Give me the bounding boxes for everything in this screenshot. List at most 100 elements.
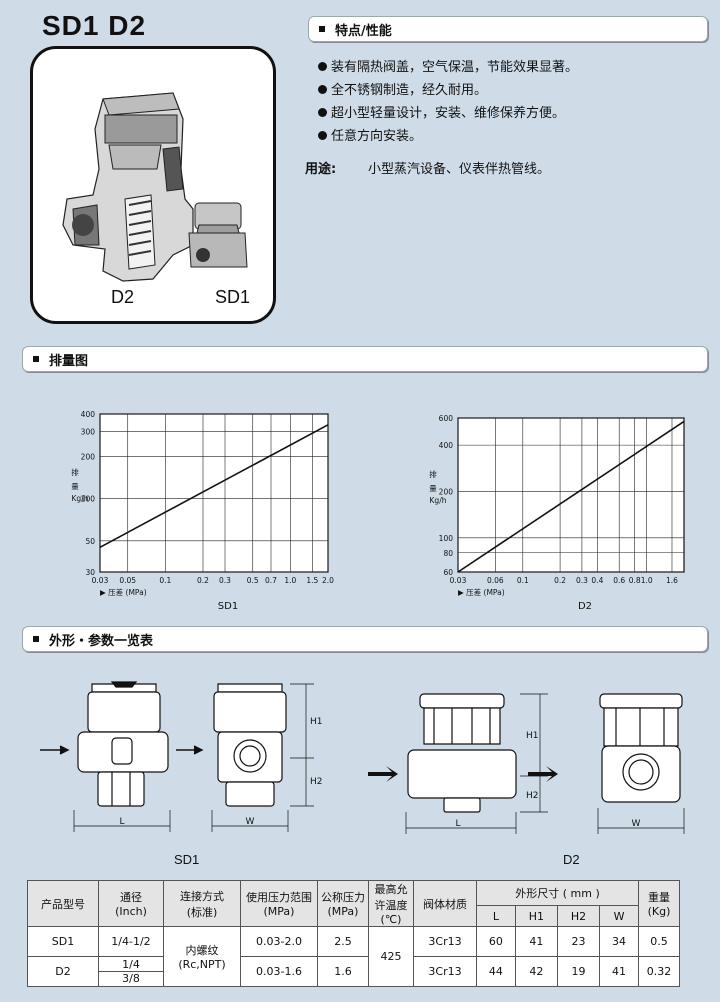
x-tick-label: 1.6 xyxy=(666,576,678,585)
y-axis-unit: Kg/h xyxy=(430,496,447,505)
y-tick-label: 400 xyxy=(81,410,96,419)
discharge-section-bar: 排量图 xyxy=(22,346,708,372)
feature-item: 任意方向安装。 xyxy=(318,125,422,144)
bullet-dot-icon xyxy=(318,85,327,94)
d2-cutaway-image xyxy=(62,92,194,282)
series-line xyxy=(99,424,329,548)
photo-label-d2: D2 xyxy=(111,287,135,307)
th-weight: 重量(Kg) xyxy=(638,880,680,927)
x-tick-label: 0.03 xyxy=(92,576,109,585)
outline-title: 外形・参数一览表 xyxy=(49,634,154,649)
y-tick-label: 100 xyxy=(439,534,454,543)
dimension-lines xyxy=(73,683,685,834)
features-title: 特点/性能 xyxy=(335,24,392,39)
x-tick-label: 0.8 xyxy=(629,576,641,585)
sd1-side-view xyxy=(213,683,287,807)
d2-side-view xyxy=(599,693,683,803)
th-nominal: 公称压力(MPa) xyxy=(317,880,369,927)
use-text: 小型蒸汽设备、仪表伴热管线。 xyxy=(368,162,551,177)
y-axis-label: 量 xyxy=(71,482,79,491)
photo-label-sd1: SD1 xyxy=(215,287,251,307)
y-tick-label: 80 xyxy=(443,549,453,558)
dim-label-w: W xyxy=(632,819,641,829)
bullet-square-icon xyxy=(33,356,39,362)
th-size-h2: H2 xyxy=(556,905,601,927)
feature-item: 全不锈钢制造，经久耐用。 xyxy=(318,79,487,98)
x-axis-label: ▶ 压差 (MPa) xyxy=(100,587,147,597)
dim-label-h2: H2 xyxy=(526,791,539,801)
chart-title: SD1 xyxy=(218,601,238,612)
x-axis-label: ▶ 压差 (MPa) xyxy=(458,587,505,597)
y-tick-label: 100 xyxy=(81,495,96,504)
bullet-square-icon xyxy=(319,26,325,32)
dim-label-w: W xyxy=(246,817,255,827)
y-tick-label: 30 xyxy=(85,568,95,577)
th-connection: 连接方式(标准) xyxy=(163,880,241,927)
y-axis-label: 量 xyxy=(429,484,437,493)
d2-flow-arrows xyxy=(368,766,558,782)
chart-title: D2 xyxy=(578,601,592,612)
product-illustration xyxy=(62,92,248,282)
th-model: 产品型号 xyxy=(27,880,99,927)
x-tick-label: 0.1 xyxy=(517,576,529,585)
discharge-title: 排量图 xyxy=(49,354,89,369)
dim-label-h2: H2 xyxy=(310,777,323,787)
y-tick-label: 200 xyxy=(81,452,96,461)
x-tick-label: 1.0 xyxy=(284,576,296,585)
x-tick-label: 0.06 xyxy=(487,576,504,585)
th-size: 外形尺寸 ( mm ) xyxy=(476,879,639,907)
d2-front-view xyxy=(407,693,517,813)
y-tick-label: 200 xyxy=(439,487,454,496)
dim-label-h1: H1 xyxy=(310,717,323,727)
sd1-flow-arrows xyxy=(40,745,204,755)
spec-table: 产品型号 通径(Inch) 连接方式(标准) 使用压力范围(MPa) 公称压力(… xyxy=(27,879,680,987)
y-tick-label: 400 xyxy=(439,441,454,450)
x-tick-label: 0.3 xyxy=(219,576,231,585)
x-tick-label: 0.1 xyxy=(159,576,171,585)
product-photo-frame: D2 SD1 xyxy=(30,46,276,324)
th-size-l: L xyxy=(476,905,516,927)
y-tick-label: 300 xyxy=(81,428,96,437)
th-max-temp: 最高允许温度(℃) xyxy=(368,880,414,927)
y-axis-unit: Kg/h xyxy=(72,494,89,503)
bullet-dot-icon xyxy=(318,62,327,71)
feature-item: 装有隔热阀盖，空气保温，节能效果显著。 xyxy=(318,56,578,75)
outline-drawings: L W H1 H2 L W H1 H2 xyxy=(40,681,685,834)
th-bore: 通径(Inch) xyxy=(98,880,164,927)
d2-drawing-caption: D2 xyxy=(563,852,580,867)
th-size-w: W xyxy=(599,905,639,927)
y-tick-label: 60 xyxy=(443,568,453,577)
feature-item: 超小型轻量设计，安装、维修保养方便。 xyxy=(318,102,565,121)
x-tick-label: 0.7 xyxy=(265,576,277,585)
x-tick-label: 1.0 xyxy=(641,576,653,585)
y-tick-label: 50 xyxy=(85,537,95,546)
x-tick-label: 0.3 xyxy=(576,576,588,585)
x-tick-label: 1.5 xyxy=(306,576,318,585)
x-tick-label: 0.03 xyxy=(450,576,467,585)
y-tick-label: 600 xyxy=(439,414,454,423)
table-row: SD1 1/4-1/2 内螺纹(Rc,NPT) 0.03-2.0 2.5 425… xyxy=(27,926,680,987)
use-label: 用途: xyxy=(305,162,337,177)
x-tick-label: 0.05 xyxy=(119,576,136,585)
th-pressure-range: 使用压力范围(MPa) xyxy=(240,880,318,927)
th-size-h1: H1 xyxy=(514,905,558,927)
x-tick-label: 0.2 xyxy=(197,576,209,585)
dim-label-l: L xyxy=(119,817,124,827)
sd1-product-image xyxy=(188,202,248,268)
y-axis-label: 排 xyxy=(71,467,79,477)
connection-cell: 内螺纹(Rc,NPT) xyxy=(163,926,241,987)
x-tick-label: 0.4 xyxy=(591,576,603,585)
dim-label-l: L xyxy=(455,819,460,829)
outline-section-bar: 外形・参数一览表 xyxy=(22,626,708,652)
features-section-bar: 特点/性能 xyxy=(308,16,708,42)
series-line xyxy=(457,420,685,573)
x-tick-label: 0.6 xyxy=(613,576,625,585)
y-axis-label: 排 xyxy=(429,469,437,479)
th-material: 阀体材质 xyxy=(413,880,477,927)
bullet-square-icon xyxy=(33,636,39,642)
dim-label-h1: H1 xyxy=(526,731,539,741)
